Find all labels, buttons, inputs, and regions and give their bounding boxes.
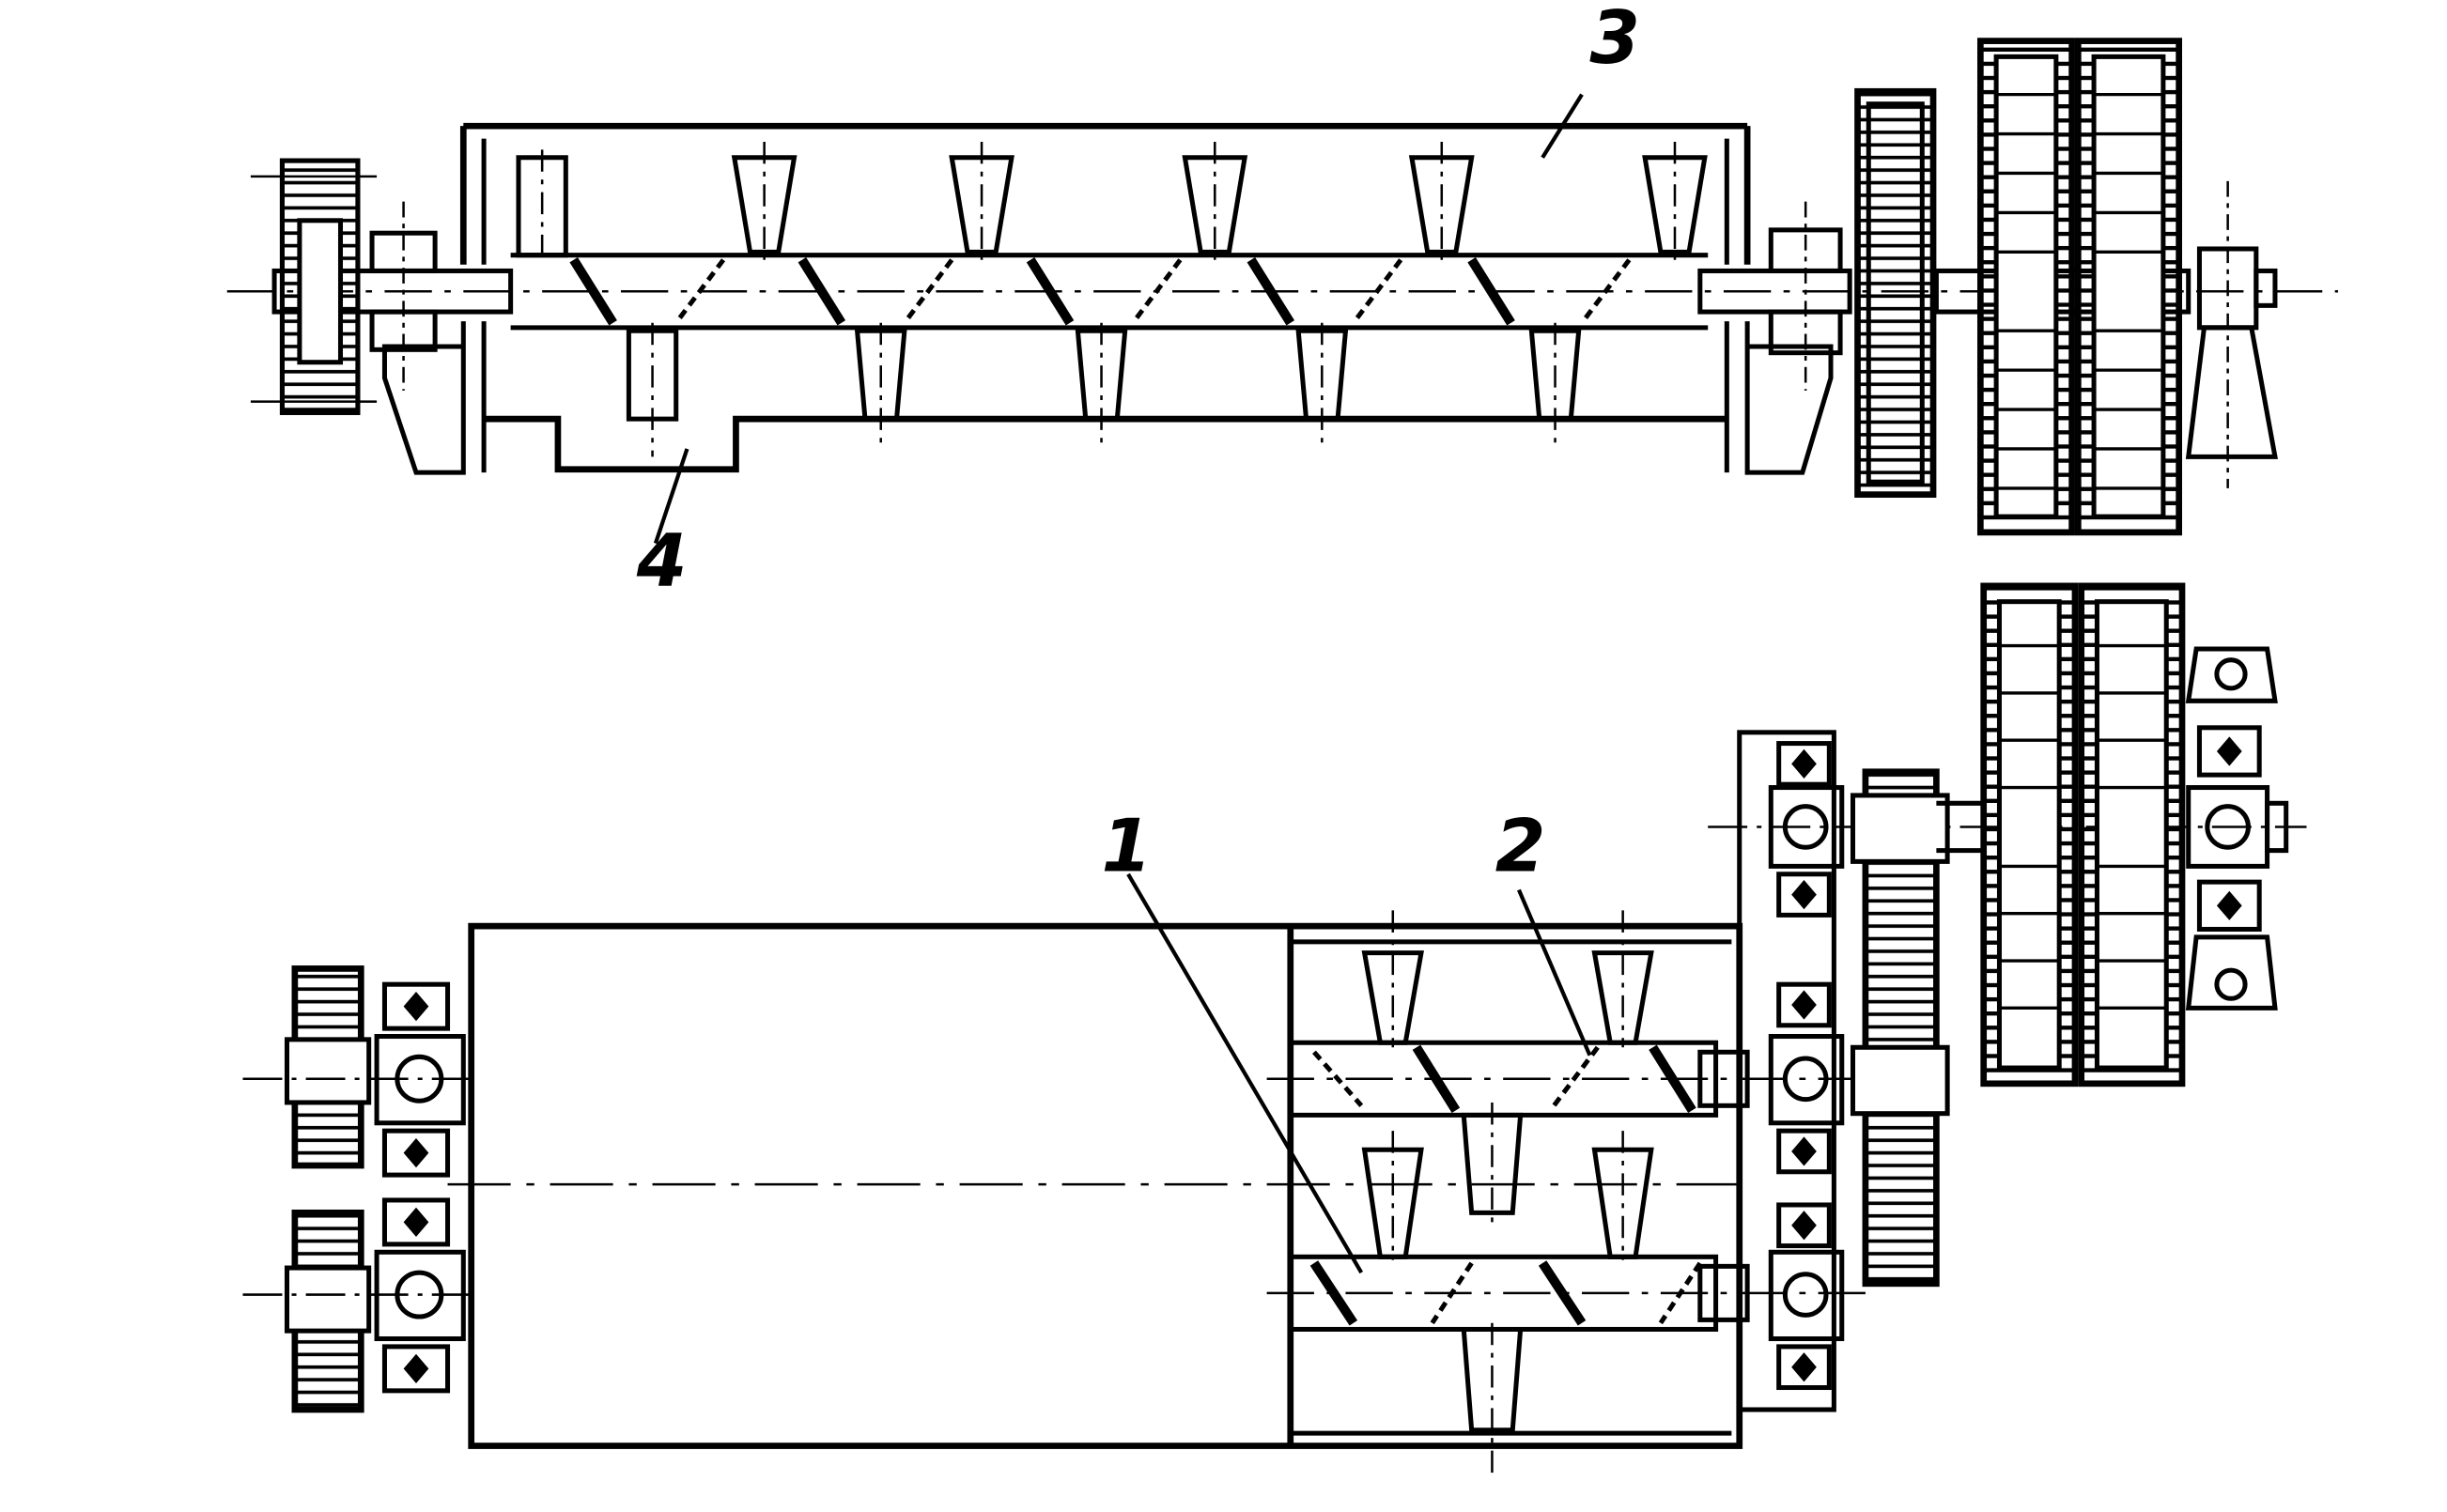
- left-drive-gear: [250, 158, 378, 415]
- left-bearing: [369, 201, 438, 391]
- plan-right-bearings: [1708, 730, 2307, 1412]
- part-label-4: 4: [636, 519, 688, 604]
- plan-left-bearings: [374, 981, 466, 1394]
- leader-lines: [653, 93, 1592, 1274]
- helical-blades: [569, 257, 1632, 326]
- plan-end-bearing: [2185, 646, 2289, 1011]
- pulley-drums: [1976, 38, 2183, 536]
- section-view: [226, 38, 2339, 536]
- plan-upper-shaft: [1266, 1040, 1866, 1118]
- part-label-1: 1: [1102, 804, 1153, 888]
- end-bearing-stand: [2185, 180, 2278, 488]
- upper-paddles: [516, 141, 1708, 260]
- plan-paddles: [1361, 910, 1654, 1473]
- plan-pulley-drums: [1980, 582, 2186, 1088]
- plan-view: [242, 93, 2307, 1473]
- right-bearing: [1768, 201, 1843, 391]
- plan-trough: [447, 922, 1743, 1449]
- lower-paddles: [626, 322, 1582, 457]
- part-label-2: 2: [1495, 804, 1546, 888]
- part-label-3: 3: [1589, 0, 1640, 81]
- plan-right-spur-gear: [1850, 768, 1984, 1288]
- trough-housing: [381, 122, 1834, 475]
- right-spur-gear: [1854, 87, 1937, 498]
- plan-left-gears: [242, 965, 480, 1413]
